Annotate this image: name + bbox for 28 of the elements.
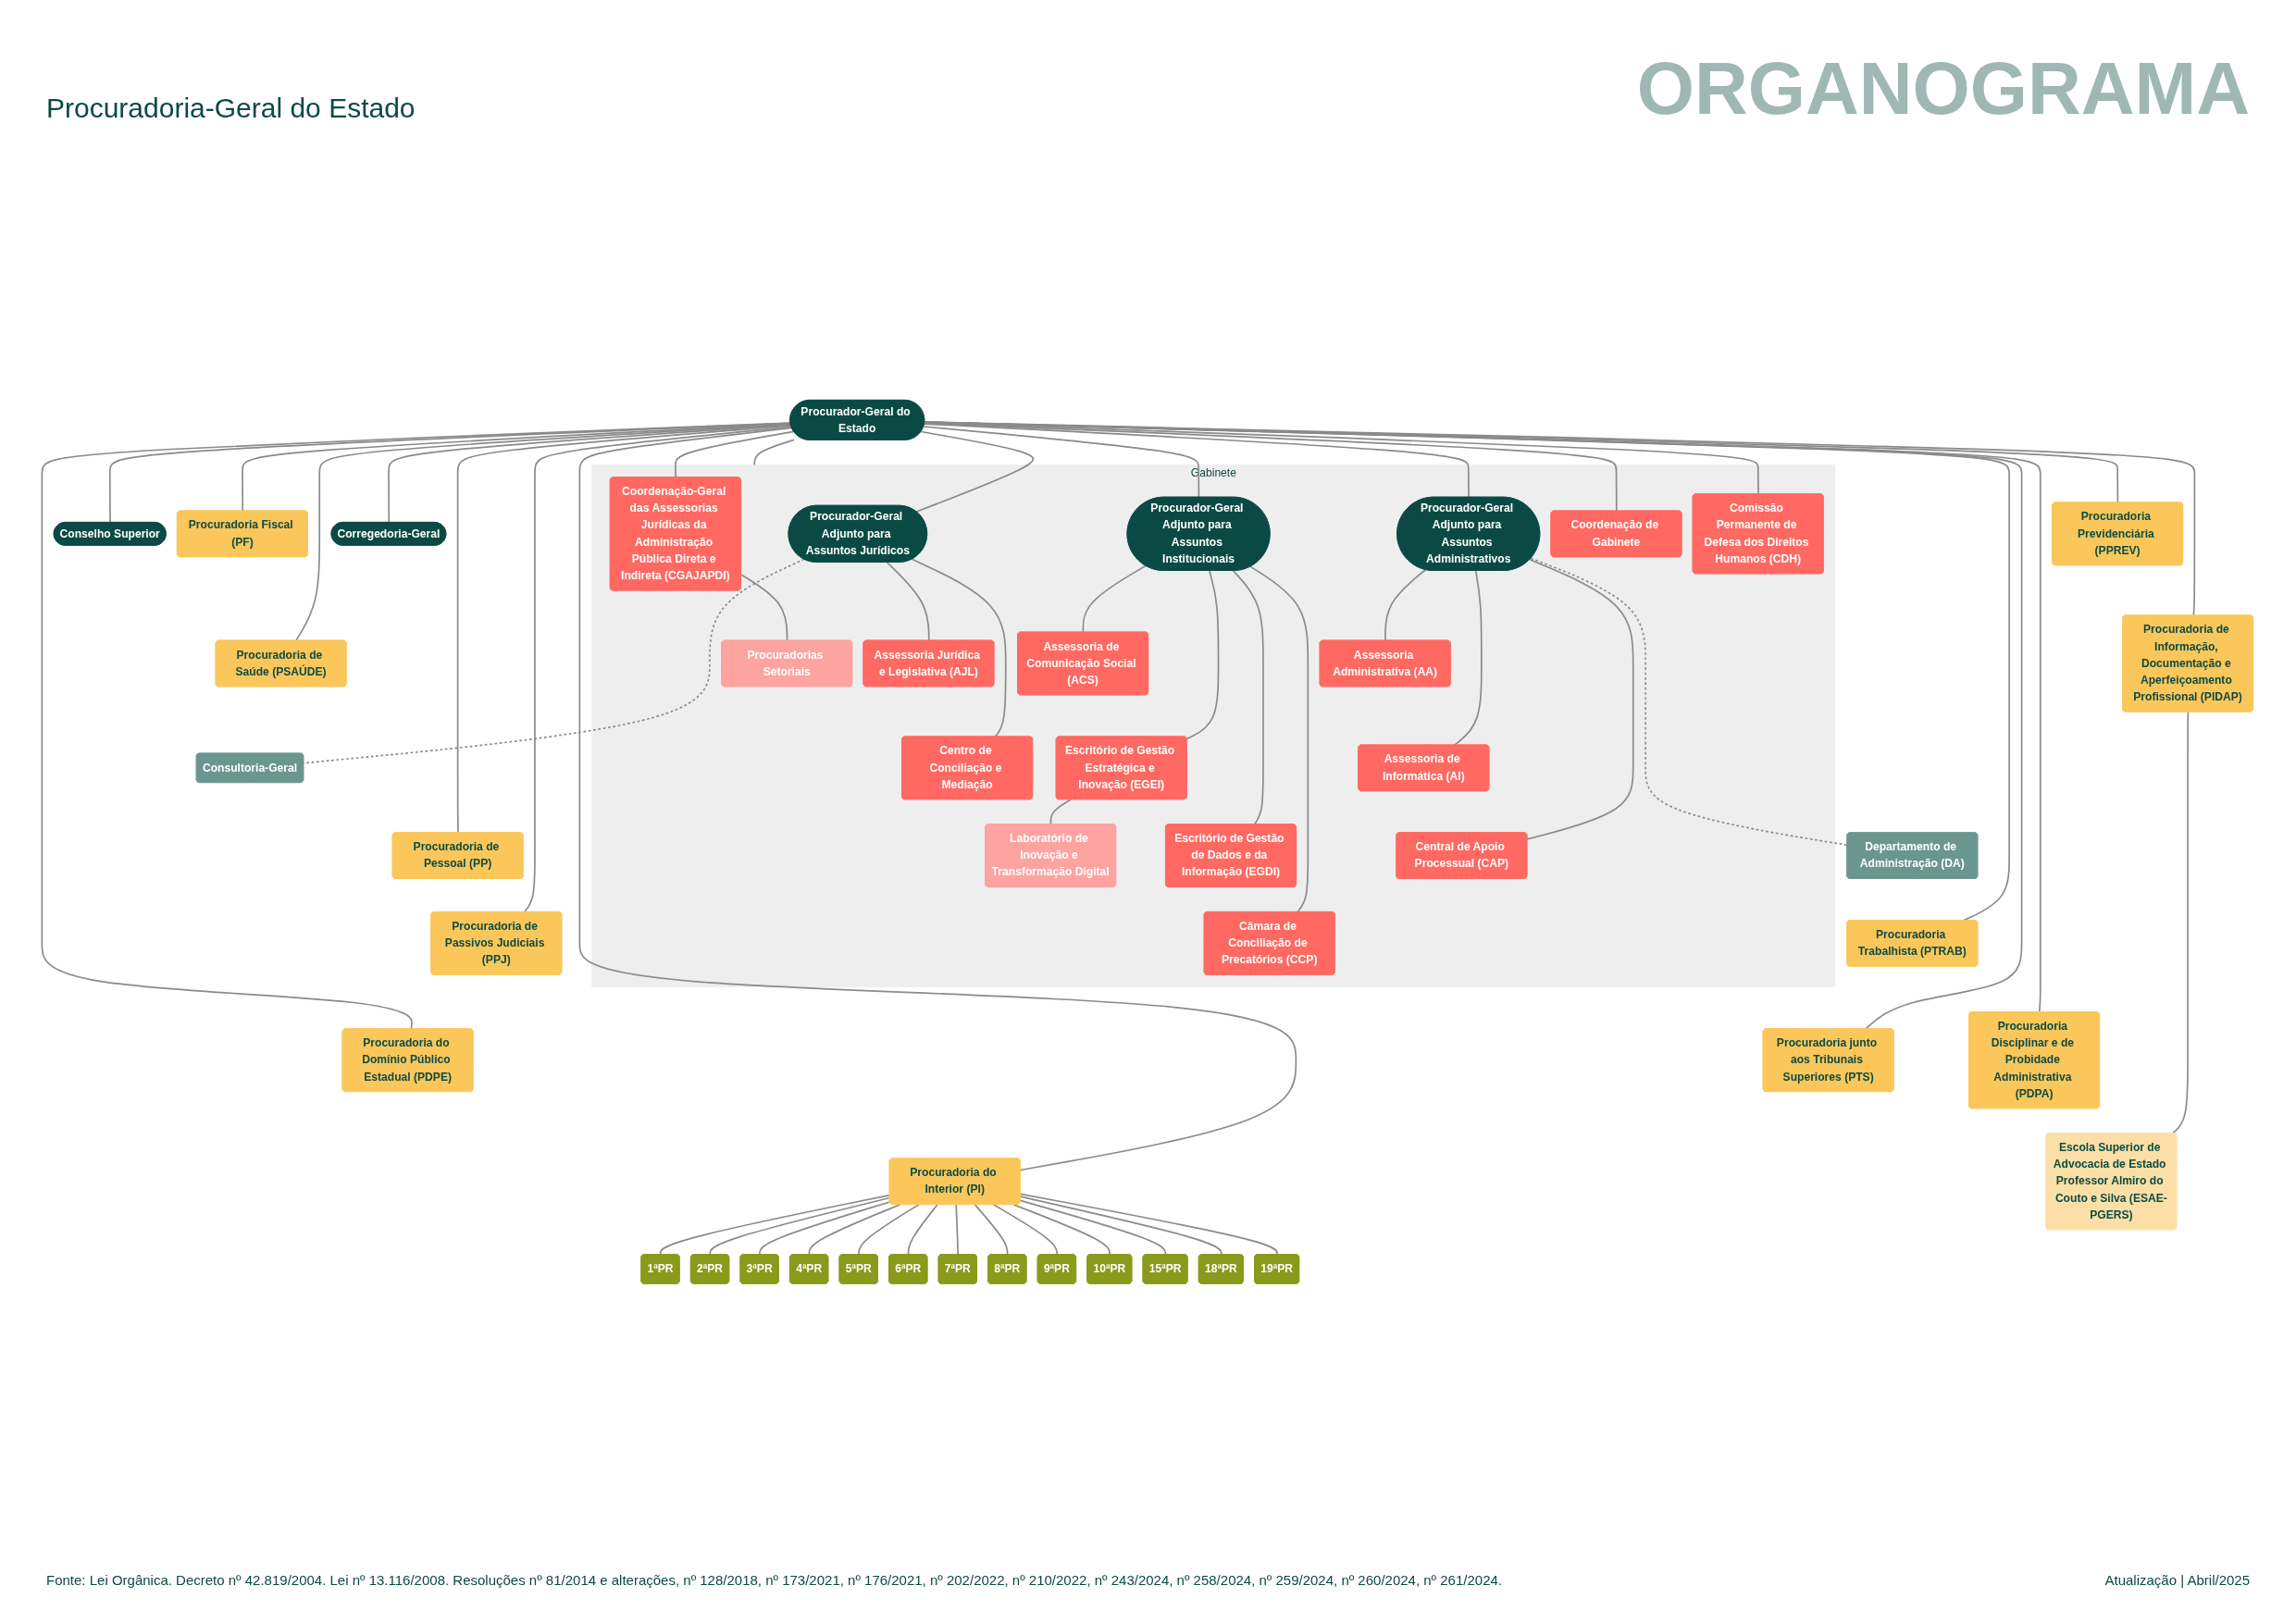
connector: [739, 574, 788, 642]
connector: [1530, 557, 1848, 847]
connector: [1526, 559, 1634, 840]
connector: [924, 421, 2010, 922]
connector: [1185, 570, 1220, 740]
update-date: Atualização | Abril/2025: [2104, 1572, 2250, 1588]
connector: [924, 421, 2196, 617]
connector: [1232, 570, 1264, 825]
organization-name: Procuradoria-Geral do Estado: [46, 93, 416, 124]
connector: [1249, 565, 1309, 913]
source-note: Fonte: Lei Orgânica. Decreto nº 42.819/2004. Lei nº 13.116/2008. Resoluções nº 81/2014 e alterações, nº 128/2018, nº 173/2021, nº 176/2021, nº 202/2022, nº 210/2022, nº 243/2024, nº 258/2024, nº 259/2024, nº 260/2024, nº 261/2024.: [46, 1572, 1502, 1588]
connector: [923, 426, 1200, 499]
connector: [523, 426, 793, 913]
connector: [924, 421, 2119, 504]
connector: [578, 427, 1297, 1171]
connector: [2171, 711, 2190, 1134]
connector: [911, 558, 1007, 738]
connector: [753, 439, 795, 466]
connector: [915, 430, 1035, 514]
background-word: ORGANOGRAMA: [1636, 46, 2250, 131]
connector: [924, 422, 1618, 513]
connector: [1082, 564, 1147, 634]
connector: [923, 423, 1470, 499]
connector: [294, 423, 792, 642]
connector: [1049, 799, 1073, 825]
connector: [886, 562, 930, 642]
connector: [1453, 570, 1483, 747]
connector: [1384, 569, 1427, 642]
